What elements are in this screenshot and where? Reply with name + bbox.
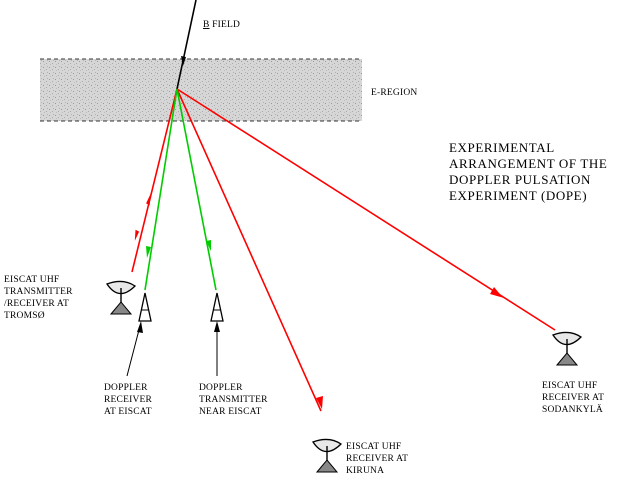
b-field-arrowhead: [181, 56, 186, 66]
pointer-arrows: [126, 321, 220, 377]
beam-sodankyla: [176, 88, 556, 331]
uhf-beams: [131, 88, 556, 412]
beam-doppler-transmitter-arrow: [206, 240, 211, 251]
sodankyla-dish-icon: [552, 331, 583, 366]
diagram-title: EXPERIMENTAL ARRANGEMENT OF THE DOPPLER …: [449, 140, 611, 203]
b-field-label: B FIELD: [203, 20, 240, 30]
beam-tromso-arrow-down: [134, 229, 140, 241]
beam-tromso: [131, 88, 178, 273]
doppler-receiver-antenna-icon: [138, 292, 152, 322]
tromso-dish-icon: [106, 280, 137, 315]
b-field-line: [176, 0, 197, 90]
tromso-label: EISCAT UHF TRANSMITTER /RECEIVER AT TROM…: [4, 275, 75, 321]
sodankyla-label: EISCAT UHF RECEIVER AT SODANKYLÄ: [542, 381, 607, 415]
e-region-label: E-REGION: [371, 88, 417, 98]
beam-kiruna: [176, 88, 322, 412]
kiruna-dish-icon: [312, 438, 343, 473]
pointer-doppler-receiver: [126, 325, 141, 377]
beam-kiruna-arrow: [316, 396, 323, 409]
e-region-band: [40, 58, 362, 122]
doppler-receiver-label: DOPPLER RECEIVER AT EISCAT: [104, 383, 155, 417]
beam-doppler-receiver: [144, 88, 178, 291]
beam-doppler-transmitter: [176, 88, 217, 291]
beam-doppler-receiver-arrow: [146, 246, 151, 258]
kiruna-label: EISCAT UHF RECEIVER AT KIRUNA: [346, 442, 411, 476]
doppler-transmitter-label: DOPPLER TRANSMITTER NEAR EISCAT: [199, 383, 270, 417]
beam-tromso-arrow-up: [146, 194, 151, 206]
doppler-beams: [144, 88, 217, 291]
doppler-transmitter-antenna-icon: [210, 292, 224, 322]
beam-sodankyla-arrow: [490, 287, 504, 298]
